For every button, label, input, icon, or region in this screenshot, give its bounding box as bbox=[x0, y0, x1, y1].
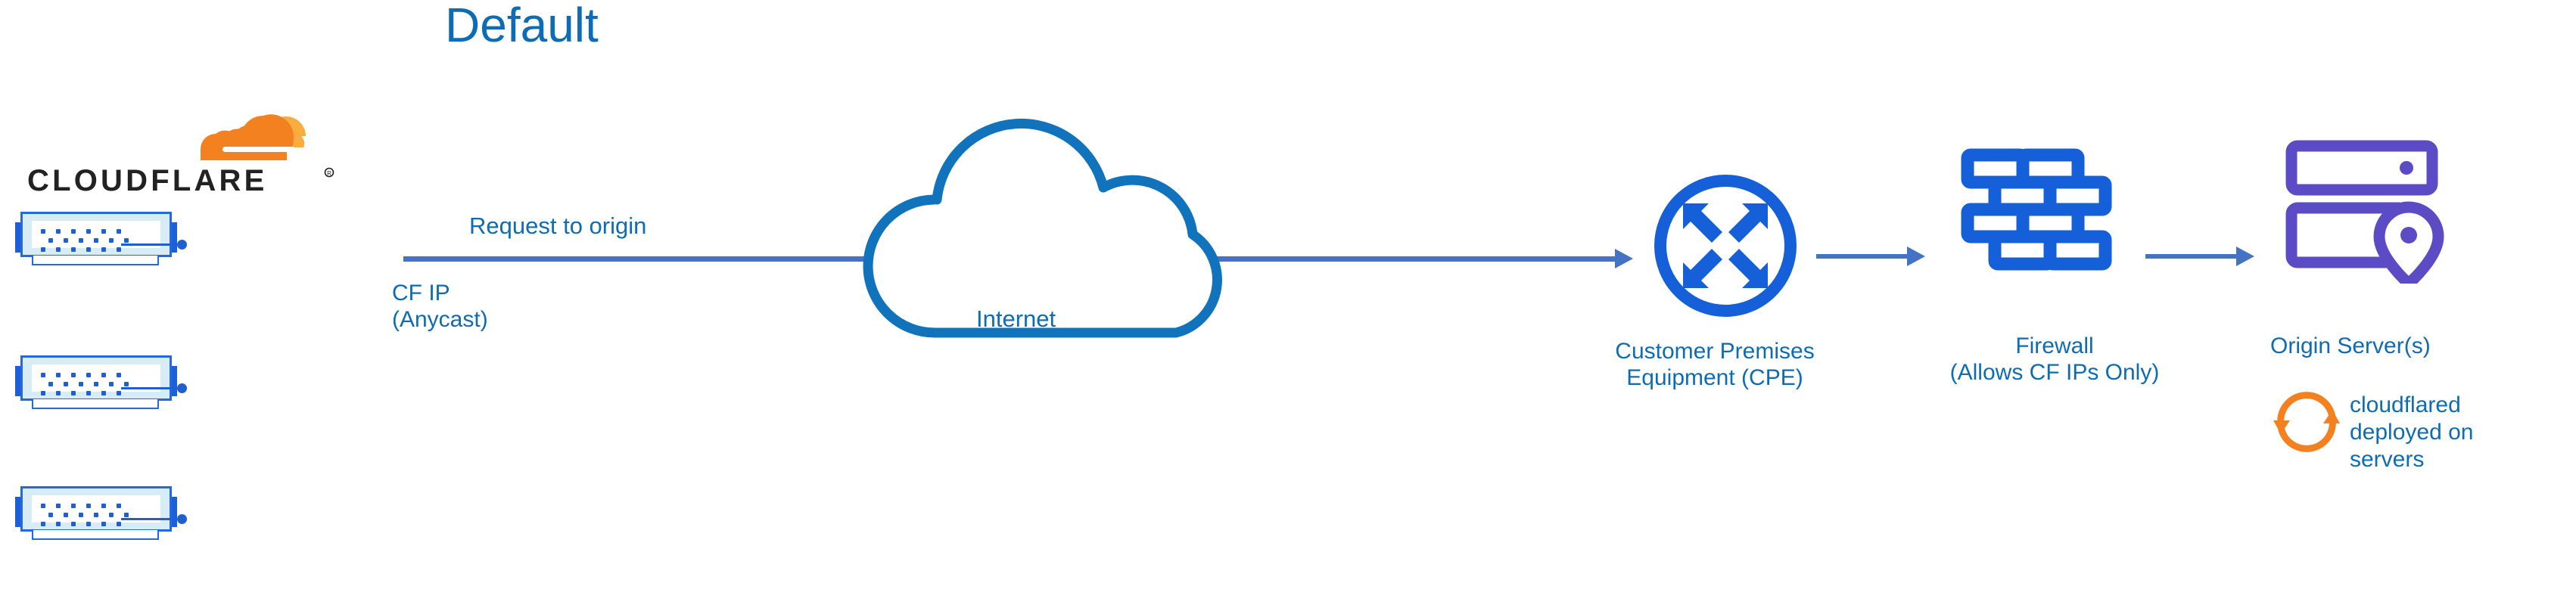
server-face bbox=[32, 221, 187, 252]
cloudflared-line3: servers bbox=[2350, 447, 2425, 472]
server-base bbox=[32, 530, 159, 540]
server-status-line bbox=[121, 243, 173, 246]
server-face bbox=[32, 364, 187, 395]
firewall-label-line2: (Allows CF IPs Only) bbox=[1949, 360, 2160, 385]
server-base bbox=[32, 256, 159, 265]
edge-request-label: Request to origin bbox=[469, 212, 647, 239]
page-title: Default bbox=[445, 0, 599, 52]
origin-server-label: Origin Server(s) bbox=[2270, 333, 2431, 358]
server-base bbox=[32, 399, 159, 409]
origin-server-pin-icon bbox=[2285, 140, 2444, 284]
server-body bbox=[20, 486, 187, 532]
internet-label: Internet bbox=[976, 305, 1056, 332]
router-icon bbox=[1654, 175, 1797, 317]
server-body bbox=[20, 355, 187, 401]
internet-cloud-icon bbox=[863, 118, 1222, 338]
server-led-indicator bbox=[177, 240, 187, 250]
cloudflared-line1: cloudflared bbox=[2350, 392, 2461, 417]
server-body bbox=[20, 212, 187, 257]
edge-cpe-firewall-line bbox=[1816, 254, 1913, 259]
server-status-line bbox=[121, 518, 173, 520]
edge-request-arrowhead bbox=[1615, 249, 1633, 268]
server-face bbox=[32, 495, 187, 526]
cpe-label-line2: Equipment (CPE) bbox=[1626, 365, 1803, 390]
cf-ip-label: CF IP(Anycast) bbox=[392, 280, 488, 333]
sync-arrows-icon bbox=[2273, 392, 2340, 452]
server-led-indicator bbox=[177, 514, 187, 524]
server-led-indicator bbox=[177, 383, 187, 393]
cloudflared-line2: deployed on bbox=[2350, 420, 2474, 445]
cloudflare-server-2 bbox=[15, 355, 187, 409]
brick-wall-icon bbox=[1961, 148, 2112, 271]
cloudflare-wordmark: CLOUDFLARE R bbox=[27, 164, 334, 197]
cf-ip-line1: CF IP bbox=[392, 281, 450, 305]
firewall-label: Firewall(Allows CF IPs Only) bbox=[1896, 333, 2214, 386]
cloudflare-cloud-mark-icon bbox=[201, 114, 312, 160]
edge-cpe-firewall-arrowhead bbox=[1907, 247, 1925, 266]
cloudflare-server-3 bbox=[15, 486, 187, 540]
edge-firewall-origin-line bbox=[2145, 254, 2242, 259]
firewall-label-line1: Firewall bbox=[2015, 333, 2094, 358]
svg-text:CLOUDFLARE: CLOUDFLARE bbox=[27, 164, 268, 197]
cpe-label-line1: Customer Premises bbox=[1615, 339, 1815, 364]
cf-ip-line2: (Anycast) bbox=[392, 307, 488, 332]
svg-text:R: R bbox=[327, 170, 331, 177]
edge-firewall-origin-arrowhead bbox=[2236, 247, 2254, 266]
cloudflare-logo: CLOUDFLARE R bbox=[27, 106, 345, 204]
server-status-line bbox=[121, 387, 173, 389]
cloudflare-server-1 bbox=[15, 212, 187, 265]
